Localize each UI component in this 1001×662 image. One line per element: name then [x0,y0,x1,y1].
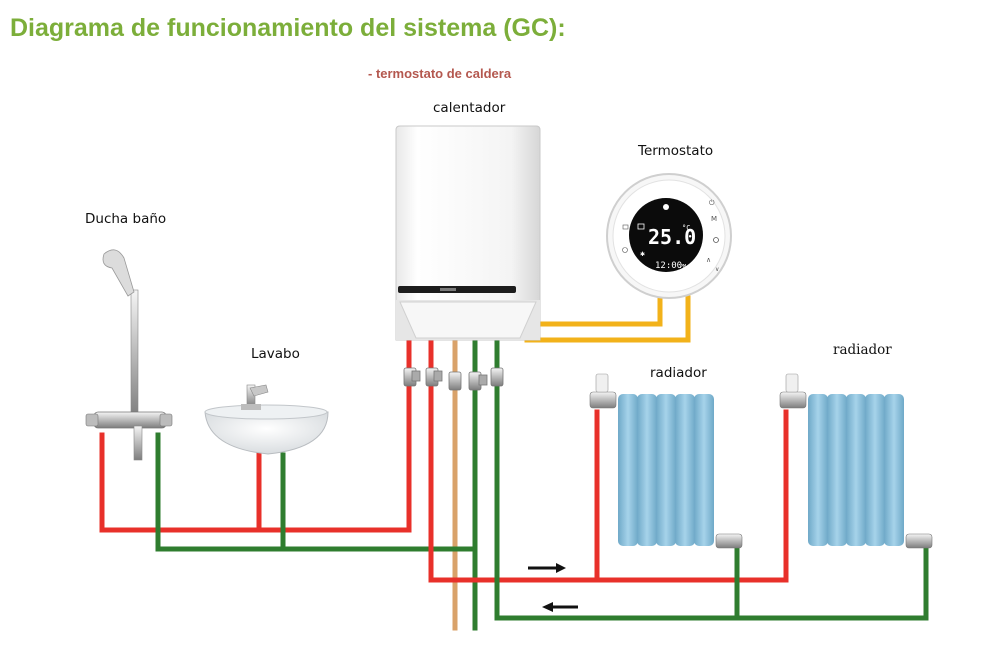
label-ducha: Ducha baño [85,211,167,227]
shower [85,249,173,461]
heating-flow-pipe [428,339,789,583]
flame-icon [663,204,669,210]
thermostat-temperature: 25.0 [648,225,696,249]
shower-head [102,249,135,297]
pipe-network [99,295,929,631]
up-button-icon[interactable]: ∧ [706,256,711,264]
thermostat-unit: °C [682,224,690,232]
signal-wire-1 [524,295,663,327]
boiler-control-panel [398,286,516,293]
heating-return-pipe [494,339,929,621]
flow-arrow-right [528,563,566,573]
cold-water-pipe [155,432,478,552]
radiator-1-lockshield[interactable] [715,533,743,549]
radiator-2 [779,373,933,549]
flow-arrows [528,563,578,612]
menu-button-icon[interactable]: M [711,215,717,223]
boiler-valves [403,367,504,391]
diagram-subtitle: - termostato de caldera [368,66,512,81]
thermostat-period: PM [680,264,686,270]
shower-mixer [93,411,167,429]
radiator-2-valve[interactable] [779,391,807,409]
radiator-2-sections [808,394,904,546]
sink [204,384,329,455]
radiator-1-sections [618,394,714,546]
label-termostato: Termostato [638,143,714,159]
hot-water-pipe [99,339,412,533]
clock-button-icon[interactable] [713,237,719,243]
boiler [395,125,541,391]
mode-button-icon[interactable] [622,224,629,230]
label-radiador-1: radiador [650,365,707,381]
power-button-icon[interactable]: ⏻ [709,199,715,207]
timer-button-icon[interactable] [622,247,628,253]
sink-basin [204,411,329,455]
label-radiador-2: radiador [833,342,892,358]
thermostat-time: 12:00 [655,261,682,271]
fan-icon: ✱ [640,251,645,258]
radiator-1-valve[interactable] [589,391,617,409]
label-calentador: calentador [433,100,506,116]
thermostat: 25.0 °C 12:00 PM ✱ ⏻ M ∧ ∨ [606,173,732,299]
down-button-icon[interactable]: ∨ [715,266,719,273]
signal-wire-2 [524,295,691,343]
diagram-title: Diagrama de funcionamiento del sistema (… [10,14,566,42]
flow-arrow-left [542,602,578,612]
radiator-2-lockshield[interactable] [905,533,933,549]
thermostat-screen [629,198,703,272]
shower-rail [130,289,139,419]
calendar-icon [637,223,645,230]
radiator-1 [589,373,743,549]
label-lavabo: Lavabo [251,346,300,362]
